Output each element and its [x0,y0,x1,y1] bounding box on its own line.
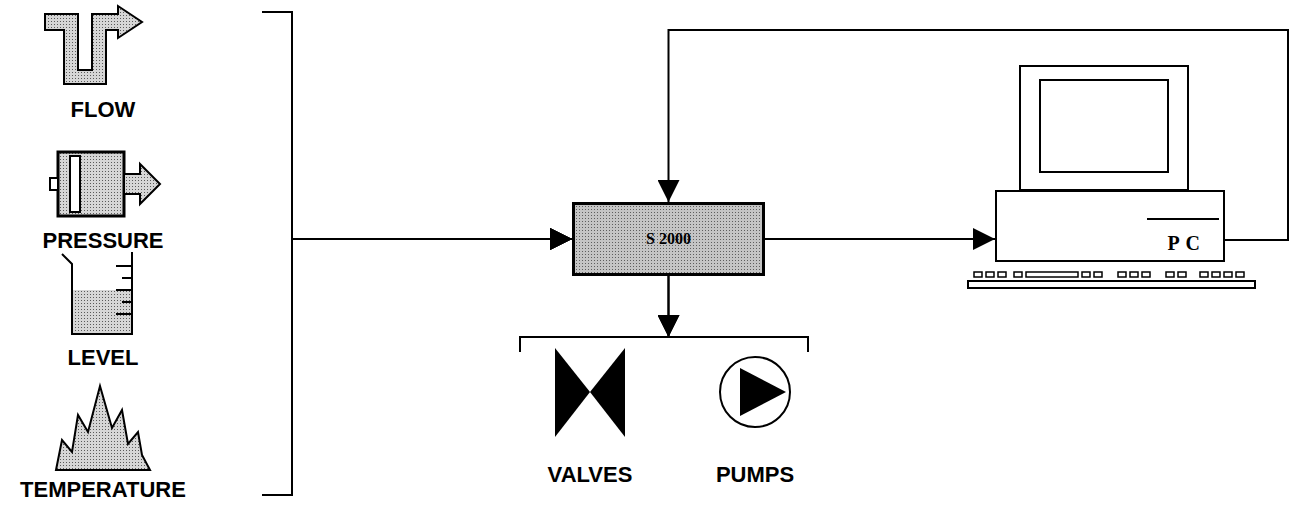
input-bracket [262,12,292,495]
node-label: PRESSURE [0,228,206,253]
sensor-input: TEMPERATURE [0,378,292,502]
signal-connector [765,238,995,240]
node-label: PUMPS [685,462,825,487]
keyboard [968,272,1255,288]
level-icon [62,252,132,334]
controller-box: S 2000 [572,202,765,276]
sensor-input: FLOW [0,8,292,122]
node-label: LEVEL [0,345,206,370]
signal-connector [292,65,572,239]
valve-output: VALVES [520,337,676,487]
signal-connector [668,276,670,337]
output-bracket [520,337,808,352]
signal-connector [292,197,572,240]
valve-symbol [555,348,625,437]
node-label: P C [1167,232,1201,255]
signal-connector [668,276,670,337]
flow-icon [45,6,142,84]
overline-mark [1147,218,1219,220]
pump-symbol [720,357,790,427]
monitor [1020,66,1188,190]
node-label: S 2000 [646,230,691,248]
signal-connector [292,239,572,440]
node-label: FLOW [0,97,206,122]
computer-unit: P C [995,190,1225,262]
pressure-icon [50,152,160,216]
node-label: TEMPERATURE [0,477,206,502]
node-label: VALVES [520,462,660,487]
sensor-input: PRESSURE [0,140,292,253]
signal-connector [292,239,572,309]
pump-output: PUMPS [668,337,824,487]
temperature-icon [56,386,150,470]
sensor-input: LEVEL [0,248,292,370]
